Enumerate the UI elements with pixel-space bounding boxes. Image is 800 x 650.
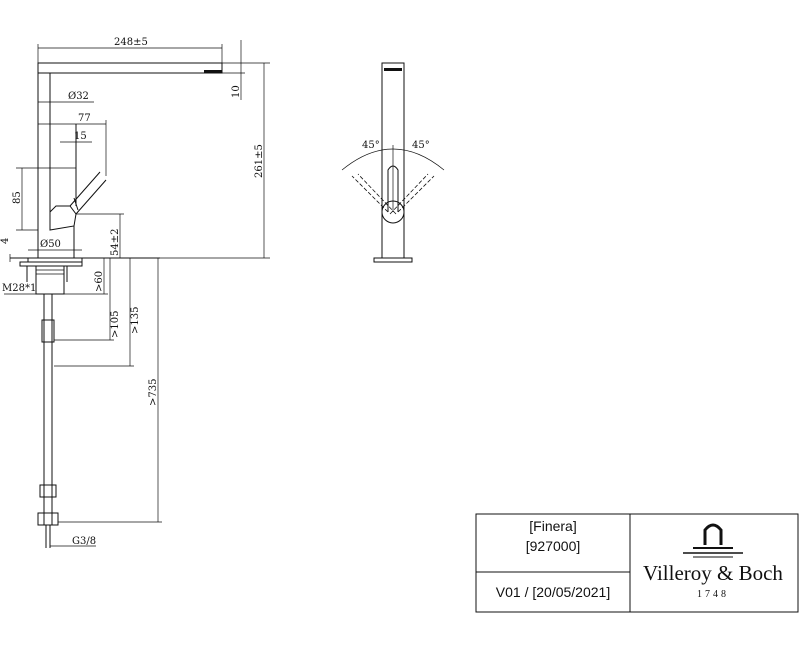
product-code: [927000] <box>526 538 581 554</box>
dim-handle-offset-small: 15 <box>74 131 87 142</box>
dim-base-height: 54±2 <box>110 229 121 256</box>
dim-width-total: 248±5 <box>114 37 148 48</box>
dim-thread: M28*1 <box>2 283 36 294</box>
dim-min-135: >135 <box>130 307 141 334</box>
dim-connection: G3/8 <box>72 536 96 547</box>
dim-min-735: >735 <box>148 379 159 406</box>
dim-handle-offset: 77 <box>78 113 91 124</box>
angle-right-label: 45° <box>412 140 430 151</box>
dim-base-diameter: Ø50 <box>40 239 61 250</box>
brand-logo-icon <box>683 523 743 558</box>
front-view: 248±5 10 261±5 Ø32 77 15 85 54±2 4 <box>0 37 270 548</box>
dim-min-60: >60 <box>94 271 105 292</box>
faucet-handle <box>49 205 77 231</box>
faucet-spout <box>37 62 223 74</box>
dim-spout-thickness: 10 <box>231 85 242 98</box>
title-block: [Finera] [927000] V01 / [20/05/2021] Vil… <box>475 513 799 613</box>
dim-height-total: 261±5 <box>254 144 265 178</box>
spout-aerator <box>204 70 222 73</box>
dim-base-gap: 4 <box>0 238 11 244</box>
brand-year: 1748 <box>697 589 729 600</box>
faucet-base <box>27 257 83 263</box>
dim-body-diameter: Ø32 <box>68 91 89 102</box>
version-label: V01 / [20/05/2021] <box>496 584 610 600</box>
side-view: 45° 45° <box>341 62 445 263</box>
product-name: [Finera] <box>529 518 576 534</box>
brand-name: Villeroy & Boch <box>643 561 783 585</box>
dim-min-105: >105 <box>110 311 121 338</box>
dim-handle-height: 85 <box>12 191 23 204</box>
angle-left-label: 45° <box>362 140 380 151</box>
